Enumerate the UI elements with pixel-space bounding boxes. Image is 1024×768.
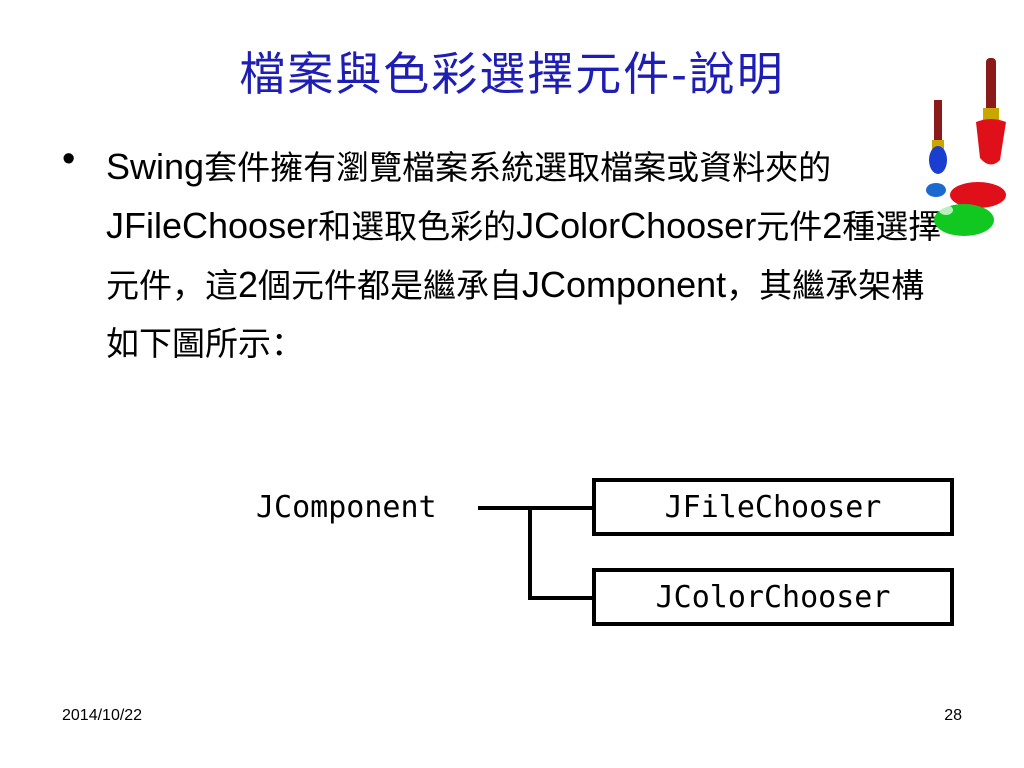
diagram-child-box: JColorChooser	[592, 568, 954, 626]
diagram-child-box: JFileChooser	[592, 478, 954, 536]
footer-date: 2014/10/22	[62, 707, 143, 724]
diagram-root-class: JComponent	[256, 490, 437, 525]
bullet-text-segment: 套件擁有瀏覽檔案系統選取檔案或資料夾的	[204, 148, 832, 187]
connector-root-line	[478, 506, 592, 510]
bullet-marker: •	[62, 138, 76, 180]
paintbrush-palette-icon	[926, 58, 1006, 236]
bullet-text-segment: 元件	[756, 207, 823, 246]
bullet-text-latin-segment: Swing	[106, 146, 205, 187]
connector-second-child-line	[528, 596, 592, 600]
bullet-text-latin-segment: 2	[238, 264, 259, 305]
connector-vertical-line	[528, 506, 532, 600]
bullet-text-segment: 個元件都是繼承自	[258, 266, 523, 305]
bullet-text: Swing套件擁有瀏覽檔案系統選取檔案或資料夾的 JFileChooser和選取色…	[106, 138, 956, 373]
bullet-text-segment: ，其繼承架構如下圖所示：	[106, 266, 925, 363]
bullet-text-latin-segment: JComponent	[522, 264, 727, 305]
bullet-text-latin-segment: 2	[822, 205, 843, 246]
bullet-text-segment: 和選取色彩的	[318, 207, 517, 246]
bullet-text-latin-segment: JFileChooser	[106, 205, 319, 246]
inheritance-diagram: JComponent JFileChooser JColorChooser	[240, 470, 970, 640]
slide-title: 檔案與色彩選擇元件-說明	[239, 47, 785, 101]
bullet-text-segment: 種選擇元件，這	[106, 207, 942, 305]
bullet-text-latin-segment: JColorChooser	[516, 205, 757, 246]
page-number: 28	[944, 707, 962, 724]
